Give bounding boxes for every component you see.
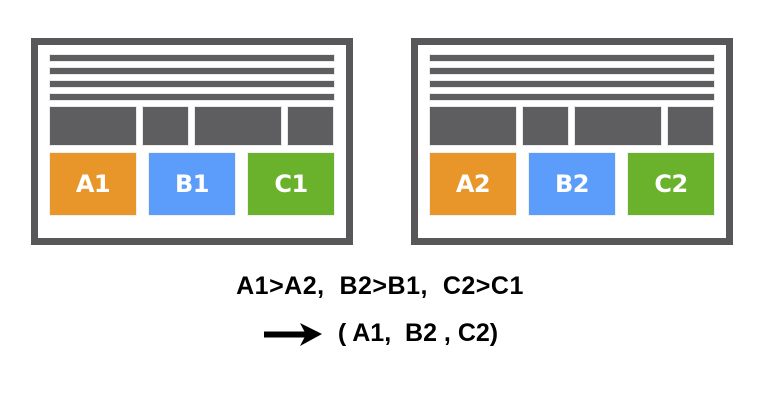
color-block-c1[interactable]: C1 xyxy=(247,152,335,216)
layout-panel-right: A2 B2 C2 xyxy=(411,38,733,245)
text-line-group-right xyxy=(429,54,715,101)
text-line-placeholder xyxy=(429,93,715,101)
color-block-c2[interactable]: C2 xyxy=(627,152,715,216)
color-block-a1[interactable]: A1 xyxy=(49,152,137,216)
color-block-row-left: A1 B1 C1 xyxy=(49,152,335,216)
gray-box-row-left xyxy=(49,106,335,146)
gray-box-placeholder xyxy=(49,106,137,146)
text-line-placeholder xyxy=(49,54,335,62)
caption-block: A1>A2, B2>B1, C2>C1 ( A1, B2 , C2) xyxy=(0,272,760,348)
gray-box-placeholder xyxy=(429,106,517,146)
result-expression-row: ( A1, B2 , C2) xyxy=(0,319,760,348)
color-block-row-right: A2 B2 C2 xyxy=(429,152,715,216)
comparison-panels: A1 B1 C1 A2 B2 C2 xyxy=(31,38,733,245)
gray-box-placeholder xyxy=(522,106,569,146)
comparison-expression: A1>A2, B2>B1, C2>C1 xyxy=(236,272,524,300)
text-line-placeholder xyxy=(49,67,335,75)
text-line-group-left xyxy=(49,54,335,101)
color-block-a2[interactable]: A2 xyxy=(429,152,517,216)
color-block-b2[interactable]: B2 xyxy=(528,152,616,216)
text-line-placeholder xyxy=(429,80,715,88)
result-tuple: ( A1, B2 , C2) xyxy=(337,319,499,347)
gray-box-placeholder xyxy=(667,106,714,146)
gray-box-placeholder xyxy=(194,106,282,146)
gray-box-row-right xyxy=(429,106,715,146)
long-right-arrow-icon xyxy=(262,321,324,347)
text-line-placeholder xyxy=(49,93,335,101)
text-line-placeholder xyxy=(429,54,715,62)
text-line-placeholder xyxy=(429,67,715,75)
gray-box-placeholder xyxy=(142,106,189,146)
text-line-placeholder xyxy=(49,80,335,88)
gray-box-placeholder xyxy=(287,106,334,146)
layout-panel-left: A1 B1 C1 xyxy=(31,38,353,245)
color-block-b1[interactable]: B1 xyxy=(148,152,236,216)
gray-box-placeholder xyxy=(574,106,662,146)
